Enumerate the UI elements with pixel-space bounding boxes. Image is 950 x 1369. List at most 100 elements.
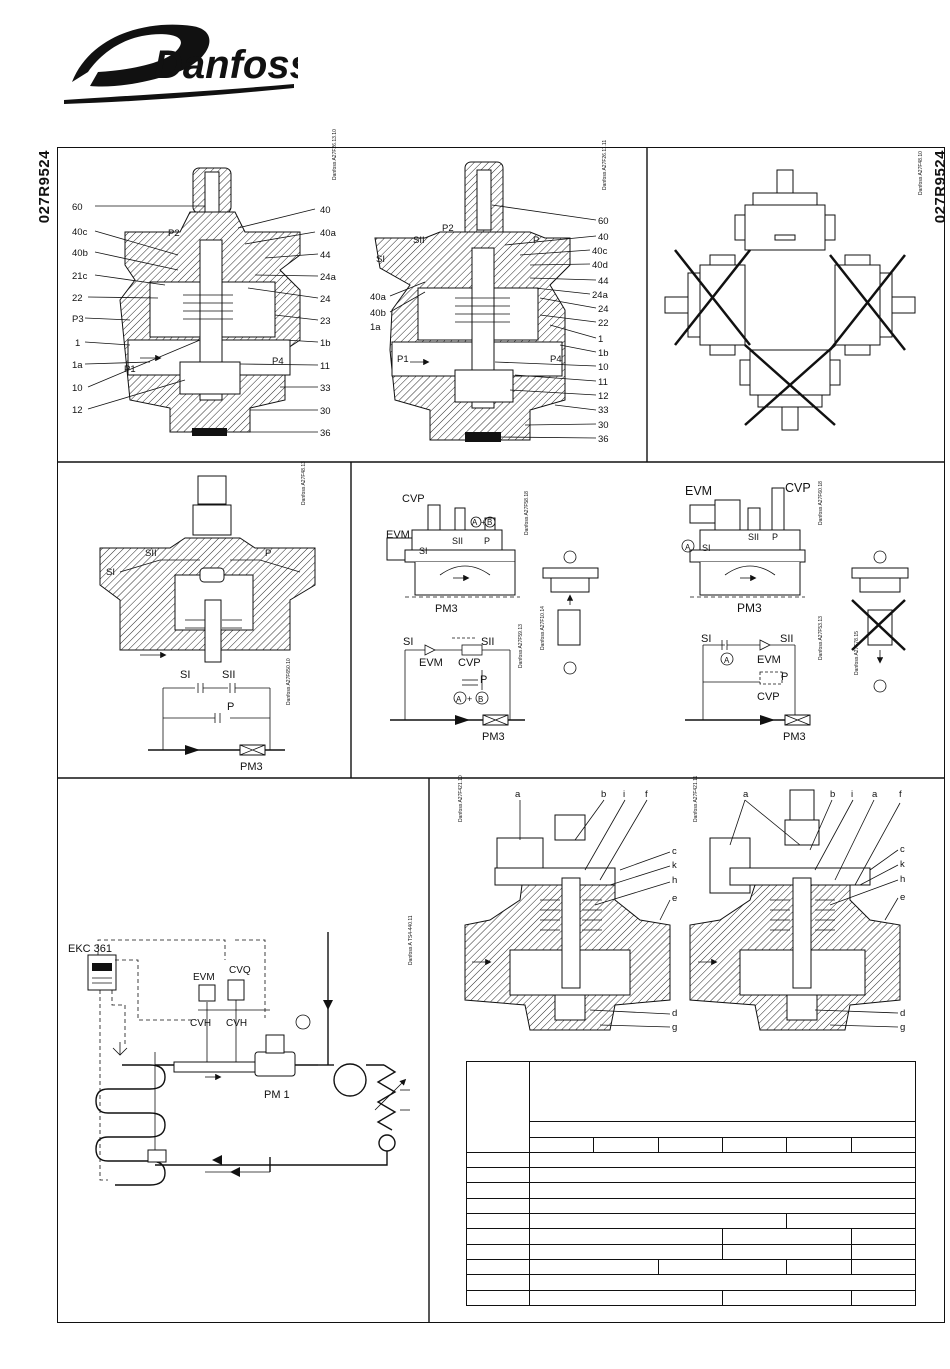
svg-text:k: k xyxy=(672,860,677,871)
ref-panel6-mid: Danfoss A27F53.13 xyxy=(818,616,824,660)
ref-panel4-bottom: Danfoss A27F650.10 xyxy=(286,658,292,705)
svg-text:SI: SI xyxy=(376,254,385,265)
svg-text:h: h xyxy=(672,875,677,886)
svg-text:10: 10 xyxy=(598,362,609,373)
orientation-diagrams: Danfoss A27F48.10 xyxy=(664,151,924,431)
svg-text:A: A xyxy=(724,656,730,665)
svg-text:40c: 40c xyxy=(72,227,88,238)
svg-text:1a: 1a xyxy=(72,360,83,371)
svg-text:c: c xyxy=(900,844,905,855)
svg-text:11: 11 xyxy=(598,377,608,388)
table-row xyxy=(466,1228,917,1245)
svg-text:SI: SI xyxy=(419,546,428,556)
table-row xyxy=(466,1259,917,1276)
svg-text:g: g xyxy=(672,1022,677,1033)
model-pm3-panel5b: PM3 xyxy=(482,731,505,743)
table-col-cell xyxy=(528,1136,595,1153)
svg-text:SI: SI xyxy=(180,669,190,681)
svg-text:36: 36 xyxy=(598,434,609,445)
svg-text:i: i xyxy=(623,789,625,800)
svg-text:a: a xyxy=(743,789,749,800)
svg-text:A: A xyxy=(456,695,462,704)
ref-panel5-mid: Danfoss A27F10.14 xyxy=(540,606,546,650)
svg-text:10: 10 xyxy=(72,383,83,394)
svg-text:e: e xyxy=(900,892,905,903)
svg-text:P: P xyxy=(227,701,234,713)
svg-text:+: + xyxy=(481,518,486,527)
svg-text:h: h xyxy=(900,874,905,885)
svg-text:22: 22 xyxy=(72,293,83,304)
valve-section-1: Danfoss A27F26.13.10 60 40c 40b 21c 22 P… xyxy=(72,129,338,439)
ref-panel7: Danfoss A TS4-440.11 xyxy=(408,915,414,965)
svg-text:EVM: EVM xyxy=(685,484,712,498)
table-col-cell xyxy=(786,1136,852,1153)
svg-text:40: 40 xyxy=(320,205,331,216)
ref-panel6-bottom: Danfoss A27F78.15 xyxy=(854,631,860,675)
ref-panel1: Danfoss A27F26.13.10 xyxy=(332,129,338,180)
svg-text:P: P xyxy=(484,536,490,546)
table-row xyxy=(466,1182,916,1199)
table-subheader-cell xyxy=(529,1121,916,1138)
table-row xyxy=(466,1274,916,1291)
svg-text:30: 30 xyxy=(598,420,609,431)
svg-text:P4: P4 xyxy=(550,354,562,365)
svg-text:24a: 24a xyxy=(320,272,337,283)
svg-text:P: P xyxy=(480,674,487,686)
svg-text:SI: SI xyxy=(106,567,115,578)
svg-text:SI: SI xyxy=(702,543,711,553)
svg-text:CVP: CVP xyxy=(785,481,811,495)
model-pm3-panel6a: PM3 xyxy=(737,601,762,615)
svg-text:EVM: EVM xyxy=(386,529,410,541)
svg-text:11: 11 xyxy=(320,361,330,372)
valve-sections-lettered: Danfoss A27F421.10 Danfoss A27F421.11 xyxy=(458,775,905,1033)
svg-text:24a: 24a xyxy=(592,290,609,301)
ref-panel2: Danfoss A27F26.11.11 xyxy=(602,140,608,190)
svg-text:b: b xyxy=(601,789,606,800)
svg-text:P: P xyxy=(533,235,539,246)
svg-text:d: d xyxy=(672,1008,677,1019)
svg-text:EVM: EVM xyxy=(757,654,781,666)
model-pm3-panel6b: PM3 xyxy=(783,731,806,743)
svg-text:+: + xyxy=(467,694,472,704)
svg-text:d: d xyxy=(900,1008,905,1019)
svg-text:1: 1 xyxy=(75,338,80,349)
svg-text:P: P xyxy=(772,532,778,542)
svg-text:i: i xyxy=(851,789,853,800)
svg-text:P: P xyxy=(781,671,788,683)
ref-panel4-top: Danfoss A27F48.13 xyxy=(301,461,307,505)
svg-text:44: 44 xyxy=(598,276,609,287)
svg-text:A: A xyxy=(685,543,691,552)
table-col-cell xyxy=(721,1136,788,1153)
svg-text:a: a xyxy=(872,789,878,800)
svg-text:P1: P1 xyxy=(397,354,409,365)
svg-text:40a: 40a xyxy=(320,228,337,239)
svg-text:EVM: EVM xyxy=(193,972,215,983)
table-row xyxy=(466,1289,917,1307)
svg-text:CVP: CVP xyxy=(458,657,481,669)
svg-text:P2: P2 xyxy=(442,223,454,234)
ref-panel5-bottom: Danfoss A27F59.13 xyxy=(518,624,524,668)
svg-text:60: 60 xyxy=(72,202,83,213)
svg-text:40a: 40a xyxy=(370,292,387,303)
svg-text:EVM: EVM xyxy=(419,657,443,669)
svg-text:CVH: CVH xyxy=(226,1018,247,1029)
table-col-cell xyxy=(593,1136,659,1153)
ref-panel6-top: Danfoss A27F60.18 xyxy=(818,481,824,525)
svg-text:CVQ: CVQ xyxy=(229,965,251,976)
svg-text:g: g xyxy=(900,1022,905,1033)
svg-text:1a: 1a xyxy=(370,322,381,333)
svg-text:SII: SII xyxy=(780,633,793,645)
table-row xyxy=(466,1197,916,1215)
svg-text:40: 40 xyxy=(598,232,609,243)
svg-text:PM 1: PM 1 xyxy=(264,1089,290,1101)
svg-text:A: A xyxy=(472,518,478,527)
svg-text:21c: 21c xyxy=(72,271,88,282)
svg-text:60: 60 xyxy=(598,216,609,227)
svg-text:33: 33 xyxy=(320,383,331,394)
svg-text:30: 30 xyxy=(320,406,331,417)
svg-text:CVP: CVP xyxy=(757,691,780,703)
refrigeration-circuit: Danfoss A TS4-440.11 xyxy=(68,915,414,1186)
svg-text:e: e xyxy=(672,893,677,904)
svg-text:40b: 40b xyxy=(72,248,88,259)
svg-text:SII: SII xyxy=(748,532,759,542)
